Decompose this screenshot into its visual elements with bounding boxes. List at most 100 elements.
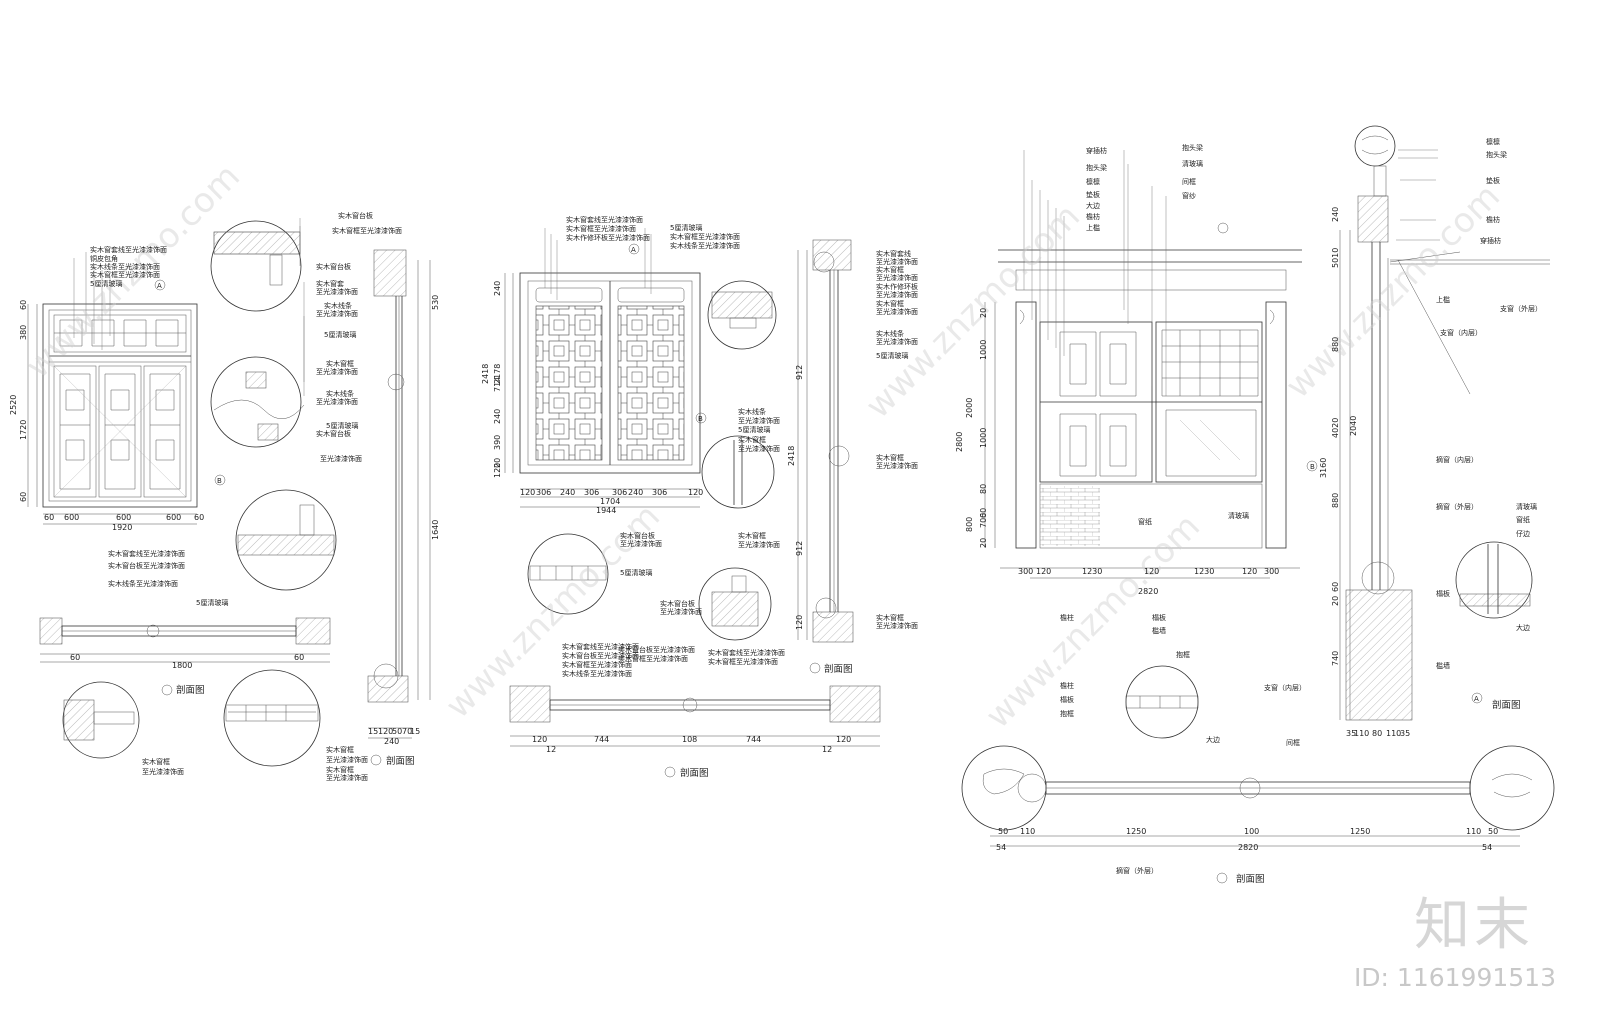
panel3-dimension: 2820 [1238, 843, 1258, 852]
panel3-dimension: 100 [1244, 827, 1259, 836]
panel3-label: 垫板 [1486, 176, 1500, 185]
panel3-dimension: 54 [996, 843, 1006, 852]
panel2-dimension: 12 [546, 745, 556, 754]
panel3-section-b-title: 剖面图 [1236, 873, 1265, 885]
panel3-dimension: 54 [1482, 843, 1492, 852]
panel3-dimension: 1230 [1082, 567, 1102, 576]
panel1-label: 至光漆漆饰面 [326, 755, 368, 764]
panel1-label: 至光漆漆饰面 [316, 309, 358, 318]
panel1-label: 实木窗框 [326, 745, 354, 754]
panel3-label: 抱头梁 [1182, 143, 1203, 152]
panel3-dimension: 50 [998, 827, 1008, 836]
panel1-label: 实木线条至光漆漆饰面 [108, 579, 178, 588]
panel3-label: 槛墙 [1152, 626, 1166, 635]
panel2-label: 实木窗台板 [620, 531, 655, 540]
panel1-dimension: 1640 [431, 520, 440, 540]
panel3-dimension: 110 [1386, 729, 1401, 738]
panel3-label: 穿插枋 [1480, 236, 1501, 245]
panel2-label: 至光漆漆饰面 [620, 539, 662, 548]
panel3-dimension: 300 [1264, 567, 1279, 576]
panel2-dimension: 1944 [596, 506, 616, 515]
panel3-elevation [984, 222, 1318, 579]
panel3-dimension: 740 [1331, 651, 1340, 666]
panel3-dimension: 5010 [1331, 248, 1340, 268]
panel2-dimension: 744 [594, 735, 609, 744]
panel1-section-a-title: 剖面图 [386, 755, 415, 767]
panel3-dimension: 700 [979, 513, 988, 528]
panel2-label: 实木窗框 [876, 613, 904, 622]
panel1-label: 5厘清玻璃 [196, 598, 228, 607]
panel3-label: 檐柱 [1060, 613, 1074, 622]
panel1-dimension: 60 [19, 300, 28, 310]
panel3-dimension: 35 [1400, 729, 1410, 738]
panel3-dimension: 80 [979, 484, 988, 494]
panel2-section [797, 239, 854, 674]
panel3-dimension: 2040 [1349, 416, 1358, 436]
panel1-label: 实木窗台板 [316, 262, 351, 271]
panel2-dimension: 306 [652, 488, 667, 497]
panel2-dimension: 714 [493, 377, 502, 392]
panel3-dimension: 2820 [1138, 587, 1158, 596]
panel2-label: 实木窗框 [876, 299, 904, 308]
panel2-label: 实木线条 [738, 407, 766, 416]
panel3-dimension: 20 [979, 538, 988, 548]
panel1-dimension: 120 [378, 727, 393, 736]
panel2-dimension: 120 [532, 735, 547, 744]
panel1-dimension: 60 [19, 492, 28, 502]
panel2-label: 至光漆漆饰面 [876, 461, 918, 470]
panel2-label: 至光漆漆饰面 [738, 444, 780, 453]
panel3-dimension: 4020 [1331, 418, 1340, 438]
panel2-label: 5厘清玻璃 [738, 425, 770, 434]
panel3-label: 摘窗（内层） [1436, 455, 1478, 464]
panel3-dimension: 80 [1372, 729, 1382, 738]
panel3-label: 上槛 [1436, 295, 1450, 304]
svg-text:www.znzmo.com: www.znzmo.com [1278, 176, 1508, 406]
panel3-dimension: 60 [1331, 582, 1340, 592]
panel2-label: 至光漆漆饰面 [876, 337, 918, 346]
panel3-dimension: 1000 [979, 428, 988, 448]
panel2-marker-a: A [631, 246, 636, 254]
panel1-label: 实木窗台板 [316, 429, 351, 438]
panel1-dimension: 60 [294, 653, 304, 662]
panel2-dimension: 2418 [481, 364, 490, 384]
panel1-label: 实木窗套线至光漆漆饰面 [90, 245, 167, 254]
panel3-label: 支窗（内层） [1264, 683, 1306, 692]
panel3-dimension: 3160 [1319, 458, 1328, 478]
panel2-label: 至光漆漆饰面 [876, 621, 918, 630]
panel2-dimension: 12 [822, 745, 832, 754]
panel2-label: 实木线条至光漆漆饰面 [562, 669, 632, 678]
panel3-dimension: 2800 [955, 432, 964, 452]
panel2-label: 实木作修环板至光漆漆饰面 [566, 233, 650, 242]
panel2-dimension: 240 [493, 409, 502, 424]
panel1-label: 实木线条 [326, 389, 354, 398]
panel2-dimension: 912 [795, 541, 804, 556]
panel3-label: 大边 [1516, 623, 1530, 632]
panel3-dimension: 1230 [1194, 567, 1214, 576]
panel2-label: 实木窗台板至光漆漆饰面 [618, 645, 695, 654]
leader-lines [73, 149, 1440, 396]
annotation-text-layer: 实木窗台板实木窗框至光漆漆饰面实木窗套线至光漆漆饰面铜皮包角实木线条至光漆漆饰面… [9, 137, 1542, 885]
panel2-marker-b: B [698, 415, 703, 423]
panel3-label: 檐枋 [1486, 215, 1500, 224]
panel1-dimension: 15 [410, 727, 420, 736]
panel3-marker-a: A [1474, 695, 1479, 703]
svg-text:www.znzmo.com: www.znzmo.com [438, 496, 668, 726]
panel3-label: 清玻璃 [1228, 511, 1249, 520]
panel3-dimension: 20 [979, 308, 988, 318]
panel1-dimension: 1800 [172, 661, 192, 670]
panel3-label: 抱头梁 [1086, 163, 1107, 172]
panel2-dimension: 912 [795, 365, 804, 380]
panel1-dimension: 1920 [112, 523, 132, 532]
panel1-label: 实木窗框至光漆漆饰面 [332, 226, 402, 235]
panel2-dimension: 120 [688, 488, 703, 497]
panel3-label: 大边 [1206, 735, 1220, 744]
panel2-label: 实木窗套线至光漆漆饰面 [562, 642, 639, 651]
panel1-dimension: 2520 [9, 395, 18, 415]
panel3-label: 间框 [1182, 177, 1196, 186]
panel1-dimension: 15 [368, 727, 378, 736]
panel3-dimension: 60 [979, 508, 988, 518]
panel3-label: 抱头梁 [1486, 150, 1507, 159]
panel3-dimension: 880 [1331, 493, 1340, 508]
panel3-label: 清玻璃 [1182, 159, 1203, 168]
panel1-dimension: 600 [116, 513, 131, 522]
